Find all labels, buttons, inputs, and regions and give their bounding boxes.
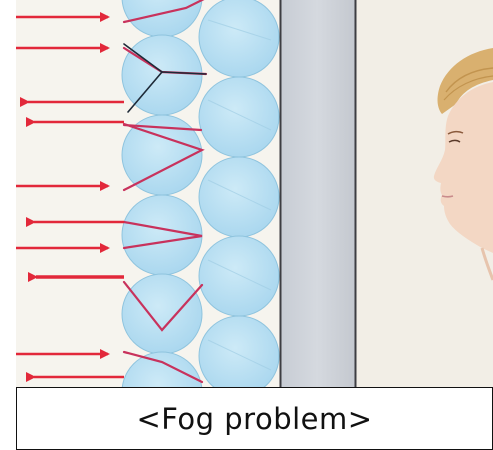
water-droplet xyxy=(199,157,279,237)
fog-diagram: <Fog problem> xyxy=(16,0,493,450)
droplet-column-right xyxy=(199,0,279,387)
water-droplet xyxy=(122,274,202,354)
caption-text: <Fog problem> xyxy=(136,402,372,436)
water-droplet xyxy=(122,35,202,115)
caption-box: <Fog problem> xyxy=(16,387,493,450)
glass-pane xyxy=(280,0,355,387)
water-droplet xyxy=(199,77,279,157)
water-droplet xyxy=(122,195,202,275)
water-droplet xyxy=(199,236,279,316)
fog-diagram-illustration xyxy=(16,0,493,387)
